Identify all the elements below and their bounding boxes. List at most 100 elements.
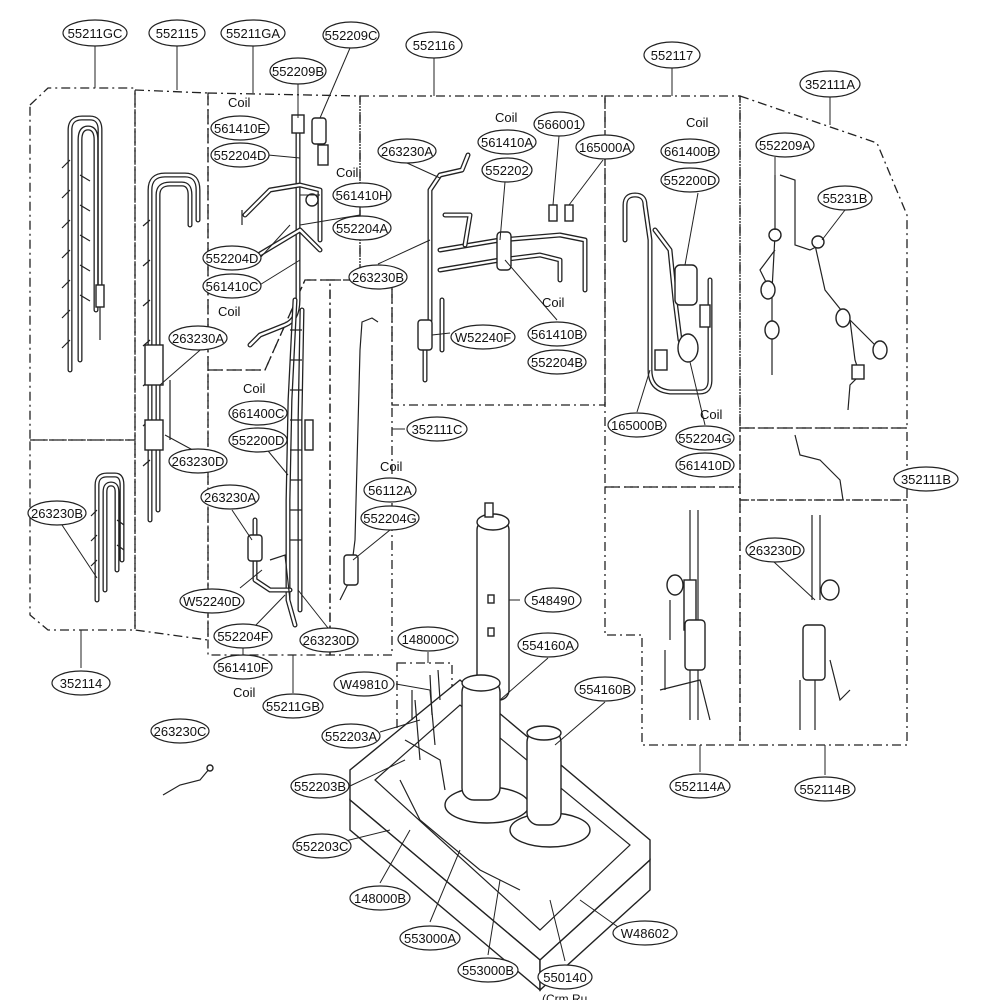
callout-55211GC: 55211GC	[62, 19, 128, 47]
svg-text:554160A: 554160A	[522, 638, 574, 653]
svg-text:W52240F: W52240F	[455, 330, 511, 345]
coil-label: Coil	[228, 95, 251, 110]
svg-text:263230C: 263230C	[154, 724, 207, 739]
callout-561410A: 561410A	[477, 129, 537, 155]
svg-text:55211GA: 55211GA	[226, 26, 280, 41]
callout-554160A: 554160A	[517, 632, 579, 658]
callout-554160B: 554160B	[574, 676, 636, 702]
callout-263230B-b: 263230B	[27, 500, 87, 526]
coil-label: Coil	[336, 165, 359, 180]
part-tube-set-263230B	[90, 472, 125, 603]
coil-label: Coil	[495, 110, 518, 125]
svg-text:552204G: 552204G	[363, 511, 417, 526]
part-pipe-552115	[142, 172, 201, 523]
part-assembly-55211GB	[247, 297, 314, 628]
coil-label: Coil	[686, 115, 709, 130]
svg-text:55211GB: 55211GB	[266, 699, 320, 714]
callout-352111C: 352111C	[406, 416, 468, 442]
callout-561410F: 561410F	[213, 654, 273, 680]
callout-552115: 552115	[148, 19, 206, 47]
group-outline-552116	[359, 95, 606, 406]
callout-56112A: 56112A	[363, 477, 417, 503]
svg-text:263230D: 263230D	[172, 454, 225, 469]
svg-text:55231B: 55231B	[823, 191, 868, 206]
callout-552114A: 552114A	[669, 773, 731, 799]
callout-W48602: W48602	[612, 920, 678, 946]
callout-552204G-b: 552204G	[360, 505, 420, 531]
leader-lines	[61, 46, 907, 962]
callout-552117: 552117	[643, 41, 701, 69]
svg-text:552114B: 552114B	[799, 782, 850, 797]
group-outline-55211GB-lower	[207, 279, 331, 656]
svg-text:552204F: 552204F	[217, 629, 268, 644]
svg-text:55211GC: 55211GC	[68, 26, 123, 41]
callout-148000C: 148000C	[397, 626, 459, 652]
part-piping-552116	[417, 152, 588, 383]
part-pipe-352111C	[339, 317, 379, 601]
svg-text:552202: 552202	[485, 163, 528, 178]
callout-55211GA: 55211GA	[220, 19, 286, 47]
callout-552203C: 552203C	[292, 833, 352, 859]
callout-552203B: 552203B	[290, 773, 350, 799]
callout-553000A: 553000A	[399, 925, 461, 951]
svg-text:263230B: 263230B	[352, 270, 404, 285]
svg-text:561410A: 561410A	[481, 135, 533, 150]
coil-label: Coil	[218, 304, 241, 319]
svg-text:148000B: 148000B	[354, 891, 406, 906]
svg-text:552114A: 552114A	[674, 779, 725, 794]
callout-552200D-b: 552200D	[228, 427, 288, 453]
part-assembly-552114B	[799, 515, 851, 730]
part-148000C	[411, 669, 441, 720]
svg-text:552204B: 552204B	[531, 355, 583, 370]
callout-552203A: 552203A	[321, 723, 381, 749]
svg-text:263230A: 263230A	[204, 490, 256, 505]
callout-263230C: 263230C	[150, 718, 210, 744]
svg-text:552204G: 552204G	[678, 431, 732, 446]
svg-text:550140: 550140	[543, 970, 586, 985]
svg-text:552203B: 552203B	[294, 779, 346, 794]
callout-55211GB: 55211GB	[262, 693, 324, 719]
svg-text:561410C: 561410C	[206, 279, 259, 294]
svg-text:661400C: 661400C	[232, 406, 285, 421]
callout-552204D-a: 552204D	[210, 142, 270, 168]
svg-text:W48602: W48602	[621, 926, 669, 941]
svg-text:561410B: 561410B	[531, 327, 583, 342]
part-compressor-548490	[476, 502, 510, 701]
svg-text:552200D: 552200D	[232, 433, 285, 448]
callout-W52240F: W52240F	[450, 324, 516, 350]
coil-label: Coil	[700, 407, 723, 422]
svg-text:552204D: 552204D	[214, 148, 267, 163]
callout-661400C: 661400C	[228, 400, 288, 426]
bottom-note: (Crm Ru	[542, 992, 587, 1000]
callout-552114B: 552114B	[794, 776, 856, 802]
part-piping-352111A	[759, 174, 888, 411]
callout-552209B: 552209B	[269, 57, 327, 85]
callout-566001: 566001	[533, 111, 585, 137]
callout-55231B: 55231B	[817, 185, 873, 211]
group-outline-552114B	[739, 499, 908, 746]
svg-text:552204A: 552204A	[336, 221, 388, 236]
callout-263230D-b: 263230D	[299, 627, 359, 653]
callout-352114: 352114	[51, 670, 111, 696]
svg-text:552204D: 552204D	[206, 251, 259, 266]
svg-text:263230D: 263230D	[303, 633, 356, 648]
coil-label: Coil	[542, 295, 565, 310]
part-base-frame	[349, 674, 651, 992]
svg-text:352111A: 352111A	[805, 77, 855, 92]
callout-550140: 550140	[537, 964, 593, 990]
callout-552204A: 552204A	[332, 215, 392, 241]
coil-label: Coil	[233, 685, 256, 700]
svg-text:263230D: 263230D	[749, 543, 802, 558]
svg-text:352111C: 352111C	[412, 422, 463, 437]
part-assembly-552114A	[659, 510, 711, 721]
svg-text:552200D: 552200D	[664, 173, 717, 188]
callout-552209C: 552209C	[322, 21, 380, 49]
callout-263230A-c: 263230A	[200, 484, 260, 510]
callout-552209A: 552209A	[755, 132, 815, 158]
coil-label: Coil	[243, 381, 266, 396]
callout-263230A-a: 263230A	[377, 138, 437, 164]
callout-552204G-a: 552204G	[675, 425, 735, 451]
part-tube-set-55211GC	[61, 115, 105, 373]
